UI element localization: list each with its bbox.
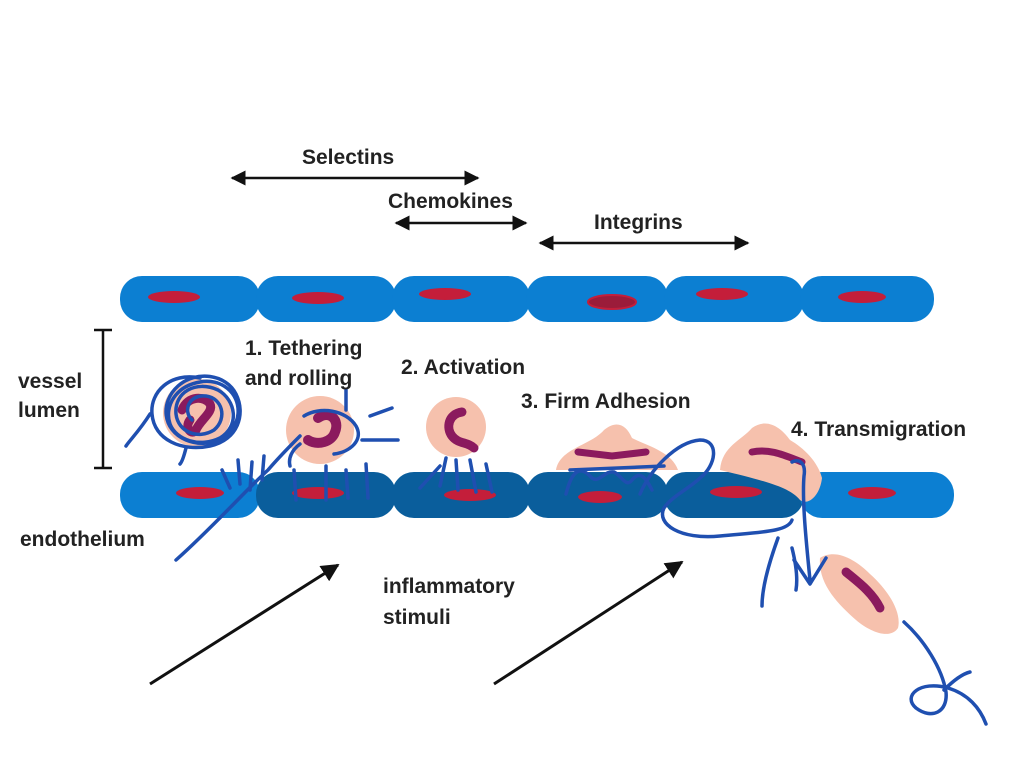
step4-label: 4. Transmigration bbox=[791, 418, 967, 441]
vessel-lumen-label-line1: vessel bbox=[18, 370, 83, 393]
vessel-lumen-bracket bbox=[94, 328, 112, 470]
ink-tethers-3 bbox=[564, 464, 666, 496]
ink-tethers-1 bbox=[220, 454, 370, 502]
ink-loop bbox=[638, 438, 794, 539]
cell-nucleus bbox=[578, 491, 622, 503]
chemokines-label: Chemokines bbox=[388, 190, 513, 213]
cell-nucleus bbox=[696, 288, 748, 300]
cell-nucleus bbox=[148, 291, 200, 303]
leukocyte-activated bbox=[426, 397, 486, 457]
step1-label-line2: and rolling bbox=[245, 367, 353, 390]
cell-nucleus bbox=[838, 291, 886, 303]
stimuli-arrow-left bbox=[149, 563, 340, 686]
integrins-label: Integrins bbox=[594, 211, 683, 234]
endothelium-label: endothelium bbox=[20, 528, 145, 551]
bottom-endothelial-wall bbox=[120, 472, 954, 518]
leukocyte-migrated bbox=[819, 554, 899, 634]
ink-hook bbox=[760, 536, 799, 608]
cell-nucleus bbox=[292, 487, 344, 499]
top-endothelial-wall bbox=[120, 276, 934, 322]
endothelial-cell bbox=[392, 276, 530, 322]
stimuli-label-line2: stimuli bbox=[383, 606, 451, 629]
step1-label-line1: 1. Tethering bbox=[245, 337, 363, 360]
ink-annotations bbox=[124, 374, 988, 726]
stimuli-label-line1: inflammatory bbox=[383, 575, 515, 598]
step3-label: 3. Firm Adhesion bbox=[521, 390, 691, 413]
cell-nucleus bbox=[444, 489, 496, 501]
ink-tail bbox=[902, 620, 988, 726]
cell-nucleus bbox=[710, 486, 762, 498]
leukocyte-firm-adhesion bbox=[556, 424, 678, 470]
stimuli-arrow-right bbox=[493, 560, 684, 686]
ink-wrap-1 bbox=[287, 388, 400, 468]
vessel-lumen-label-line2: lumen bbox=[18, 399, 80, 422]
cell-nucleus bbox=[587, 294, 637, 310]
ink-tethers-2 bbox=[418, 456, 494, 494]
leukocyte-rolling-2 bbox=[286, 396, 354, 464]
selectins-label: Selectins bbox=[302, 146, 395, 169]
step2-label: 2. Activation bbox=[401, 356, 526, 379]
cell-nucleus bbox=[292, 292, 344, 304]
ink-scribble bbox=[124, 374, 242, 466]
ink-arrow-down bbox=[790, 459, 828, 586]
cell-nucleus bbox=[419, 288, 471, 300]
cell-nucleus bbox=[848, 487, 896, 499]
cell-nucleus bbox=[176, 487, 224, 499]
